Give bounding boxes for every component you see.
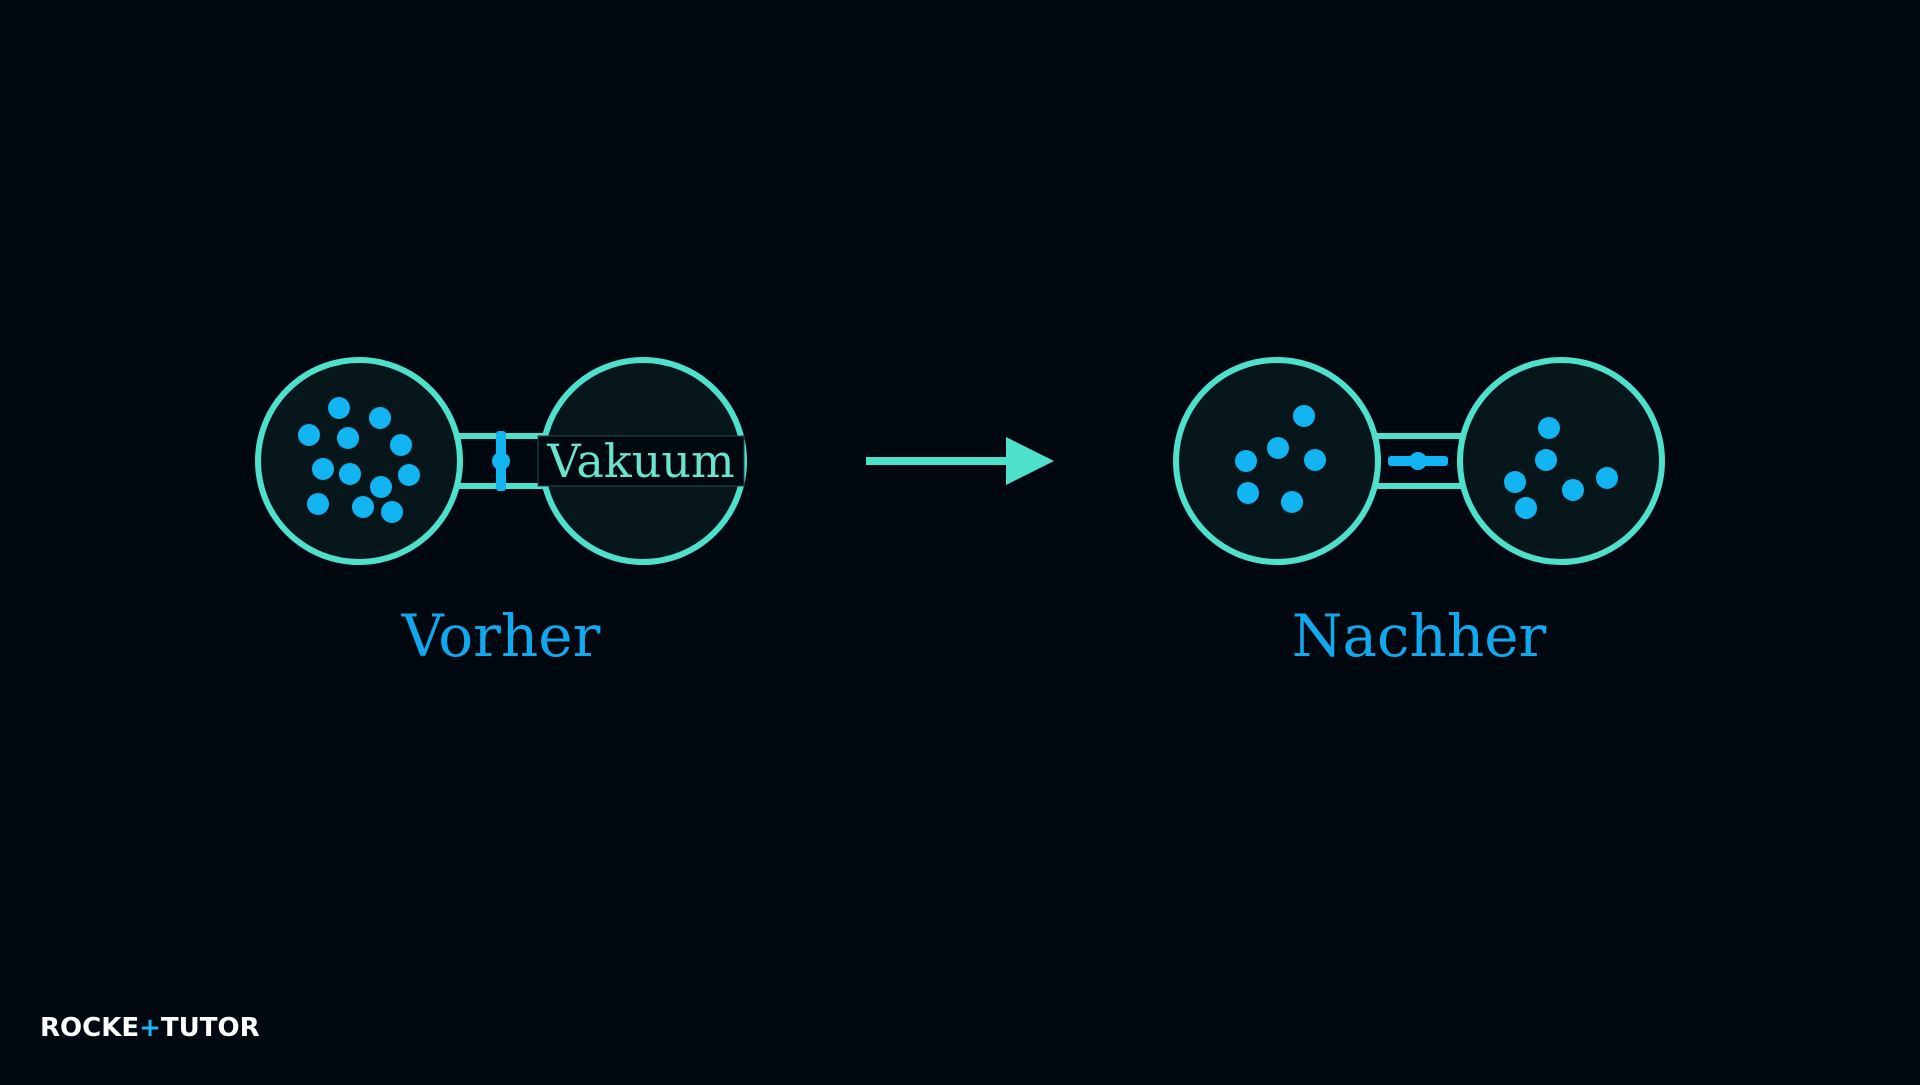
after-label: Nachher bbox=[1292, 602, 1547, 670]
particle bbox=[1304, 449, 1326, 471]
particle bbox=[337, 427, 359, 449]
logo-text-r: R bbox=[239, 1013, 260, 1043]
after-right-chamber bbox=[1457, 357, 1665, 565]
after-right-particles bbox=[1504, 417, 1618, 519]
particle bbox=[1267, 437, 1289, 459]
particle bbox=[339, 463, 361, 485]
arrow-head bbox=[1006, 437, 1054, 485]
after-left-chamber bbox=[1173, 357, 1381, 565]
after-valve-pivot bbox=[1409, 452, 1427, 470]
particle bbox=[298, 424, 320, 446]
before-setup: Vakuum Vorher bbox=[255, 357, 747, 670]
particle bbox=[1235, 450, 1257, 472]
vacuum-label-box bbox=[537, 435, 745, 487]
after-left-particles bbox=[1235, 405, 1326, 513]
vacuum-label: Vakuum bbox=[546, 434, 734, 488]
rockettutor-logo: ROCKE+TUTOR bbox=[40, 1011, 260, 1045]
before-particles bbox=[298, 397, 420, 523]
particle bbox=[312, 458, 334, 480]
process-arrow bbox=[866, 437, 1054, 485]
before-valve-pivot bbox=[492, 452, 510, 470]
particle bbox=[1562, 479, 1584, 501]
particle bbox=[1596, 467, 1618, 489]
before-label: Vorher bbox=[401, 602, 601, 670]
logo-text-tuto: TUTO bbox=[160, 1013, 240, 1043]
particle bbox=[370, 476, 392, 498]
particle bbox=[1281, 491, 1303, 513]
particle bbox=[398, 464, 420, 486]
particle bbox=[381, 501, 403, 523]
particle bbox=[1237, 482, 1259, 504]
logo-plus: + bbox=[139, 1013, 161, 1043]
particle bbox=[1504, 471, 1526, 493]
particle bbox=[1538, 417, 1560, 439]
particle bbox=[369, 407, 391, 429]
logo-text-rocke: ROCKE bbox=[40, 1013, 140, 1043]
particle bbox=[1515, 497, 1537, 519]
particle bbox=[1535, 449, 1557, 471]
particle bbox=[1293, 405, 1315, 427]
before-left-chamber bbox=[255, 357, 463, 565]
particle bbox=[390, 434, 412, 456]
particle bbox=[328, 397, 350, 419]
particle bbox=[307, 493, 329, 515]
particle bbox=[352, 496, 374, 518]
after-setup: Nachher bbox=[1173, 357, 1665, 670]
